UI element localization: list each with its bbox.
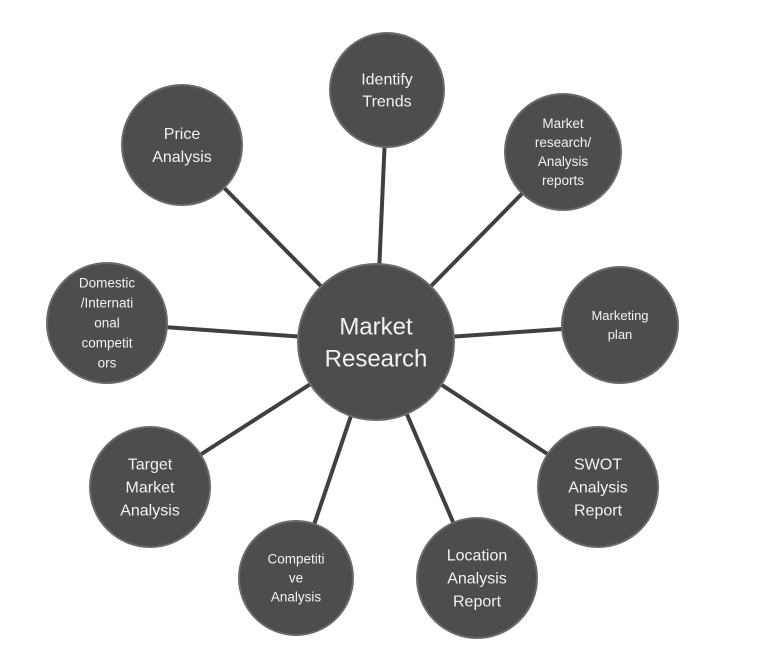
node-location-analysis-report-label-line: Analysis	[447, 571, 507, 588]
node-domestic-international-competitors-label-line: onal	[94, 316, 120, 331]
node-target-market-analysis-label-line: Analysis	[120, 503, 180, 520]
node-identify-trends-circle	[329, 32, 445, 148]
node-location-analysis-report-circle	[416, 517, 538, 639]
node-swot-analysis-report-label-line: Analysis	[568, 480, 628, 497]
node-market-research-analysis-reports: Market research/Analysis reports	[504, 93, 622, 211]
node-swot-analysis-report-label-line: SWOT	[574, 457, 622, 474]
node-market-research-analysis-reports-label-line: Analysis	[538, 154, 589, 169]
node-domestic-international-competitors-label-line: competit	[81, 336, 132, 351]
node-domestic-international-competitors-label-line: /Internati	[81, 296, 134, 311]
node-competitive-analysis-label-line: Competiti	[267, 552, 324, 567]
node-identify-trends-label-line: Identify	[361, 72, 413, 89]
node-target-market-analysis-label-line: Target	[128, 457, 173, 474]
node-market-research-analysis-reports-label-line: reports	[542, 173, 584, 188]
node-competitive-analysis-circle	[238, 520, 354, 636]
node-marketing-plan-label-line: Marketing	[591, 308, 648, 323]
center-node-market-research-label-line: Market	[339, 313, 413, 340]
node-domestic-international-competitors-label-line: ors	[98, 356, 117, 371]
node-marketing-plan-circle	[561, 266, 679, 384]
node-market-research-analysis-reports-label-line: Market	[542, 116, 584, 131]
node-target-market-analysis-circle	[89, 426, 211, 548]
node-price-analysis-circle	[121, 84, 243, 206]
node-swot-analysis-report-circle	[537, 426, 659, 548]
node-price-analysis-label-line: Analysis	[152, 149, 212, 166]
node-marketing-plan-label-line: plan	[608, 327, 633, 342]
node-price-analysis-label-line: Price	[164, 126, 201, 143]
node-swot-analysis-report-label-line: Report	[574, 503, 623, 520]
node-location-analysis-report-label-line: Location	[447, 548, 508, 565]
node-location-analysis-report-label-line: Report	[453, 594, 502, 611]
node-market-research-analysis-reports-label-line: research/	[535, 135, 592, 150]
node-marketing-plan: Marketing plan	[561, 266, 679, 384]
node-domestic-international-competitors: Domestic/Internati onal competit ors	[46, 262, 168, 384]
center-node-market-research-label-line: Research	[325, 345, 428, 372]
node-identify-trends-label-line: Trends	[362, 94, 411, 111]
node-domestic-international-competitors-circle	[46, 262, 168, 384]
center-node-market-research-circle	[297, 263, 455, 421]
node-market-research-analysis-reports-circle	[504, 93, 622, 211]
node-target-market-analysis-label-line: Market	[126, 480, 175, 497]
node-competitive-analysis-label-line: Analysis	[271, 590, 322, 605]
node-domestic-international-competitors-label-line: Domestic	[79, 276, 136, 291]
node-competitive-analysis-label-line: ve	[289, 571, 303, 586]
